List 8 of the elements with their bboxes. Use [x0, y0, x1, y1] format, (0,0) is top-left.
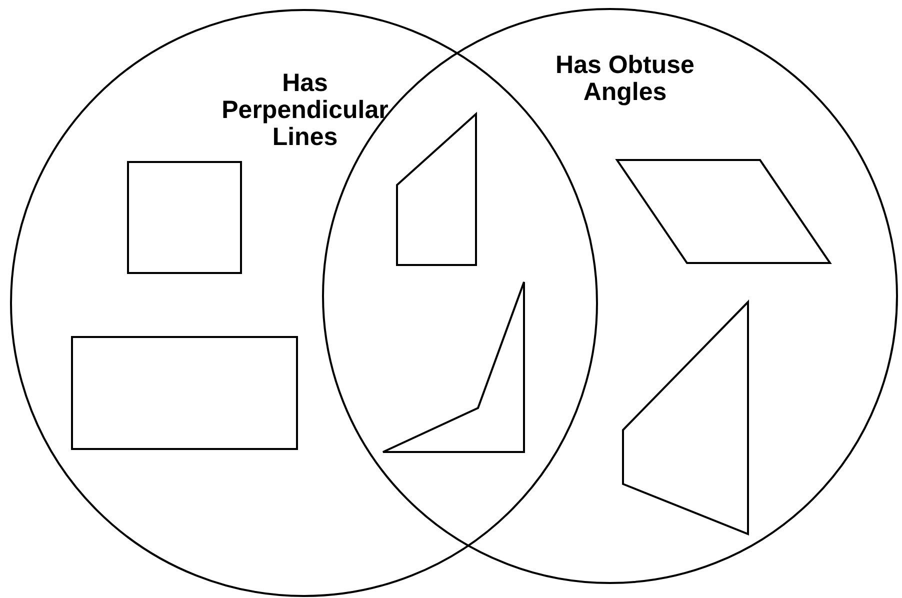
set-label: Has Perpendicular Lines: [220, 70, 390, 151]
parallelogram-shape: [617, 160, 830, 263]
rectangle-shape: [72, 337, 297, 449]
quadrilateral-shape: [623, 302, 748, 534]
square-shape: [128, 162, 241, 273]
set-label: Has Obtuse Angles: [554, 52, 696, 106]
quadrilateral-shape: [397, 114, 476, 265]
quadrilateral-shape: [383, 282, 524, 452]
